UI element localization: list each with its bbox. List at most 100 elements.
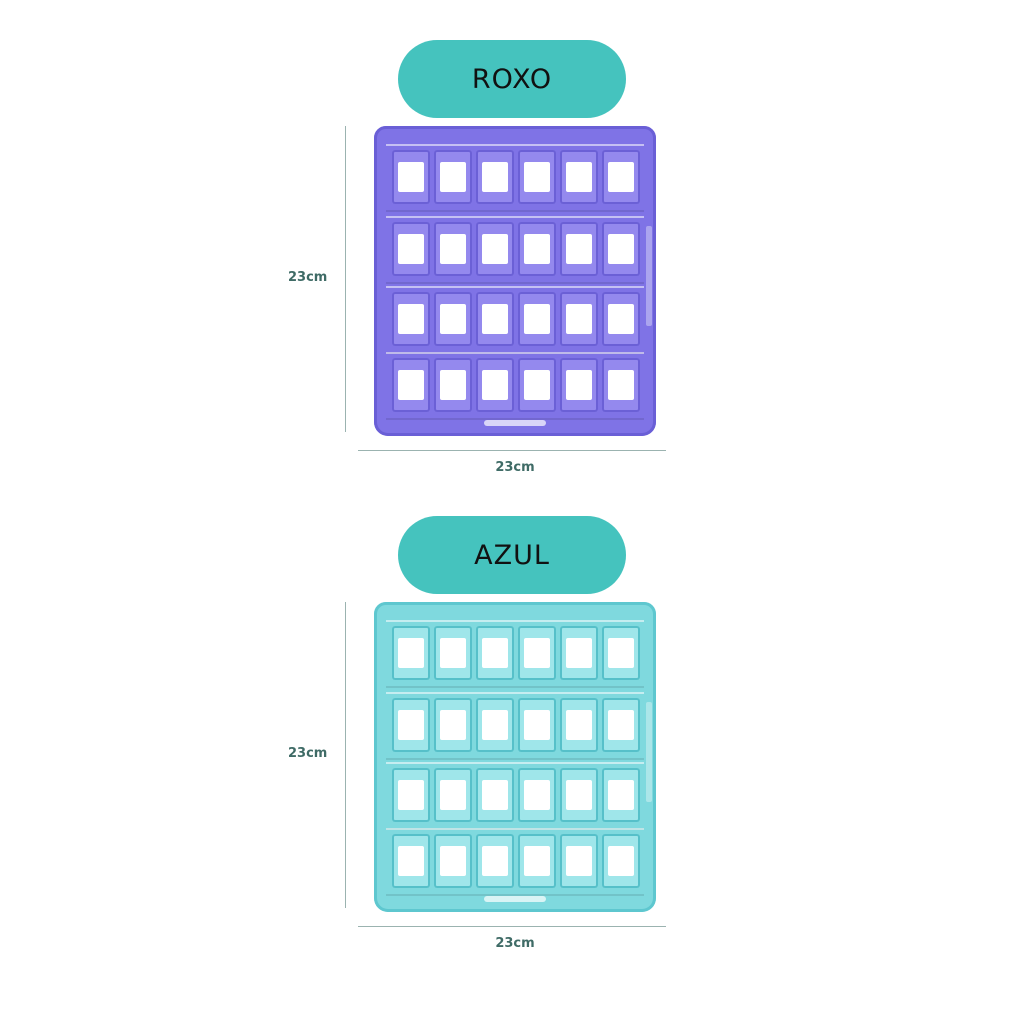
slot-window — [566, 710, 592, 740]
slot-window — [398, 370, 424, 400]
compartment-slot — [392, 626, 430, 680]
slot-window — [482, 234, 508, 264]
slot-window — [608, 234, 634, 264]
slot-window — [440, 710, 466, 740]
slot-window — [524, 304, 550, 334]
side-rail — [646, 226, 652, 326]
compartment-slot — [518, 768, 556, 822]
compartment-slot — [392, 150, 430, 204]
slot-window — [608, 780, 634, 810]
slot-window — [482, 162, 508, 192]
slot-window — [482, 846, 508, 876]
compartment-slot — [518, 150, 556, 204]
compartment-slot — [602, 150, 640, 204]
brand-logo — [484, 896, 546, 902]
compartment-slot — [476, 292, 514, 346]
compartment-slot — [392, 292, 430, 346]
slot-window — [566, 780, 592, 810]
width-dimension-line — [358, 926, 666, 927]
slot-window — [566, 234, 592, 264]
compartment-slot — [518, 358, 556, 412]
slot-window — [482, 638, 508, 668]
slot-window — [482, 304, 508, 334]
variant-purple: ROXO 23cm 23cm — [0, 0, 1024, 480]
color-label-pill: ROXO — [398, 40, 626, 118]
compartment-slot — [434, 292, 472, 346]
slot-window — [566, 846, 592, 876]
compartment-slot — [392, 222, 430, 276]
slot-window — [482, 780, 508, 810]
compartment-slot — [560, 698, 598, 752]
slot-window — [524, 846, 550, 876]
slot-window — [608, 710, 634, 740]
width-dimension-line — [358, 450, 666, 451]
compartment-slot — [560, 768, 598, 822]
slot-window — [524, 234, 550, 264]
variant-blue: AZUL 23cm 23cm — [0, 476, 1024, 956]
slot-window — [440, 162, 466, 192]
slot-window — [440, 370, 466, 400]
compartment-slot — [434, 222, 472, 276]
compartment-slot — [476, 358, 514, 412]
slot-row — [386, 828, 644, 896]
slot-window — [524, 638, 550, 668]
slot-window — [524, 162, 550, 192]
slot-row — [386, 352, 644, 420]
slot-window — [440, 304, 466, 334]
compartment-slot — [434, 698, 472, 752]
compartment-slot — [476, 698, 514, 752]
slot-window — [608, 370, 634, 400]
compartment-slot — [476, 834, 514, 888]
width-dimension-label: 23cm — [495, 460, 535, 475]
compartment-slot — [476, 222, 514, 276]
slot-window — [398, 304, 424, 334]
slot-window — [482, 370, 508, 400]
compartment-slot — [602, 698, 640, 752]
slot-window — [398, 234, 424, 264]
slot-window — [398, 846, 424, 876]
compartment-slot — [560, 222, 598, 276]
compartment-slot — [434, 150, 472, 204]
brand-logo — [484, 420, 546, 426]
compartment-slot — [518, 834, 556, 888]
slot-row — [386, 216, 644, 284]
slot-row — [386, 286, 644, 354]
height-dimension-line — [345, 126, 346, 432]
slot-window — [482, 710, 508, 740]
compartment-slot — [560, 358, 598, 412]
compartment-slot — [602, 222, 640, 276]
slot-window — [566, 162, 592, 192]
compartment-slot — [602, 292, 640, 346]
slot-window — [566, 370, 592, 400]
compartment-slot — [602, 768, 640, 822]
slot-window — [524, 710, 550, 740]
slot-window — [398, 780, 424, 810]
slot-window — [398, 638, 424, 668]
product-board-purple — [374, 126, 656, 436]
compartment-slot — [392, 834, 430, 888]
compartment-slot — [560, 834, 598, 888]
slot-window — [608, 162, 634, 192]
slot-window — [398, 710, 424, 740]
width-dimension-label: 23cm — [495, 936, 535, 951]
compartment-slot — [392, 698, 430, 752]
compartment-slot — [602, 834, 640, 888]
compartment-slot — [476, 150, 514, 204]
compartment-slot — [392, 358, 430, 412]
slot-window — [440, 846, 466, 876]
slot-window — [608, 846, 634, 876]
compartment-slot — [476, 626, 514, 680]
slot-window — [566, 304, 592, 334]
color-label: ROXO — [471, 63, 553, 95]
slot-window — [608, 638, 634, 668]
slot-row — [386, 144, 644, 212]
height-dimension-label: 23cm — [288, 270, 328, 285]
slot-window — [524, 370, 550, 400]
slot-row — [386, 762, 644, 830]
compartment-slot — [476, 768, 514, 822]
compartment-slot — [518, 698, 556, 752]
compartment-slot — [602, 626, 640, 680]
compartment-slot — [560, 626, 598, 680]
slot-row — [386, 692, 644, 760]
height-dimension-line — [345, 602, 346, 908]
